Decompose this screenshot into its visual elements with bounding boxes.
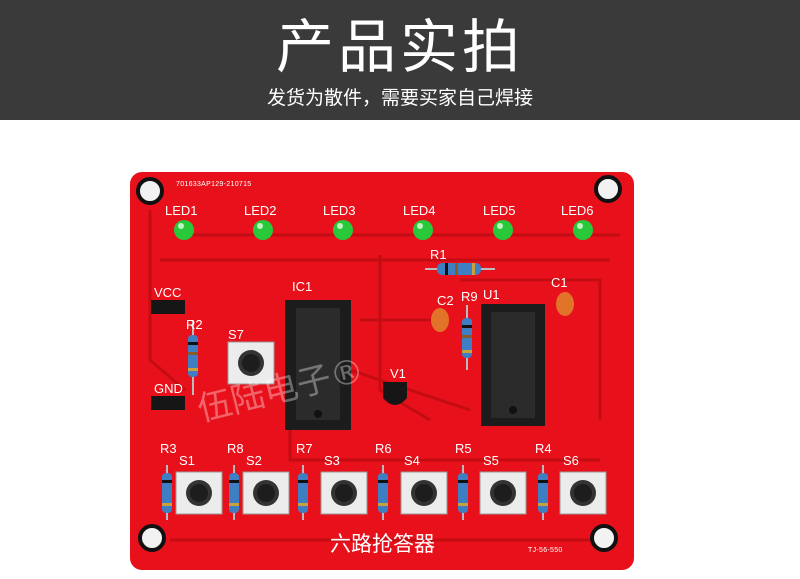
label-ic1: IC1 (292, 279, 313, 294)
capacitor-c1 (556, 292, 574, 316)
board-serial: 701633AP129-210715 (176, 181, 252, 188)
page-subtitle: 发货为散件，需要买家自己焊接 (266, 87, 533, 109)
label-r6: R6 (375, 441, 392, 456)
label-r8: R8 (227, 441, 244, 456)
label-v1: V1 (390, 366, 406, 381)
switch-s7 (227, 341, 275, 385)
page-title: 产品实拍 (275, 13, 524, 81)
transistor-v1 (383, 382, 407, 405)
mounting-holes (136, 175, 622, 552)
label-s2: S2 (246, 453, 262, 468)
label-led1: LED1 (165, 203, 198, 218)
ic1-chip (285, 300, 351, 430)
label-s7: S7 (228, 327, 244, 342)
label-led4: LED4 (403, 203, 436, 218)
label-r3: R3 (160, 441, 177, 456)
label-u1: U1 (483, 287, 500, 302)
vcc-header (151, 300, 185, 314)
bottom-resistors (162, 465, 548, 520)
label-s4: S4 (404, 453, 420, 468)
header-banner: 产品实拍 发货为散件，需要买家自己焊接 (0, 0, 800, 120)
label-r4: R4 (535, 441, 552, 456)
label-r5: R5 (455, 441, 472, 456)
pcb-traces (148, 210, 620, 542)
bottom-switches (175, 471, 607, 515)
label-s5: S5 (483, 453, 499, 468)
label-vcc: VCC (154, 285, 182, 300)
leds (174, 220, 593, 240)
label-led6: LED6 (561, 203, 594, 218)
label-r7: R7 (296, 441, 313, 456)
label-gnd: GND (154, 381, 183, 396)
label-r9: R9 (461, 289, 478, 304)
label-c1: C1 (551, 275, 568, 290)
label-s1: S1 (179, 453, 195, 468)
u1-chip (481, 304, 545, 426)
label-led2: LED2 (244, 203, 277, 218)
label-s6: S6 (563, 453, 579, 468)
label-led5: LED5 (483, 203, 516, 218)
product-photo: 701633AP129-210715 TJ-56-550 六路抢答器 LED1 … (0, 120, 800, 579)
resistor-r9 (462, 305, 472, 370)
board-model: TJ-56-550 (528, 547, 563, 554)
label-s3: S3 (324, 453, 340, 468)
pcb-board-image (130, 172, 634, 570)
label-r2: R2 (186, 317, 203, 332)
label-c2: C2 (437, 293, 454, 308)
gnd-header (151, 396, 185, 410)
label-r1: R1 (430, 247, 447, 262)
pcb-board (130, 172, 634, 570)
label-led3: LED3 (323, 203, 356, 218)
resistor-r1 (425, 263, 495, 275)
board-title: 六路抢答器 (330, 532, 435, 556)
capacitor-c2 (431, 308, 449, 332)
resistor-r2 (188, 320, 198, 395)
